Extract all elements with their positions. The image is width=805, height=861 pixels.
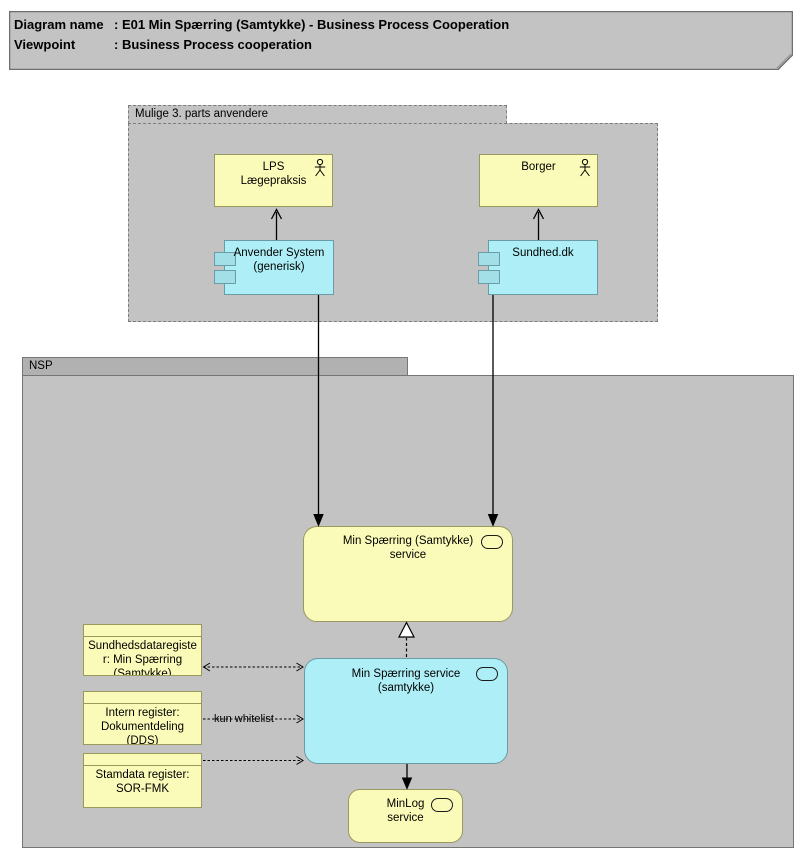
min-spaerring-service-samtykke-label: Min Spærring service (samtykke) bbox=[351, 668, 461, 694]
service-pill-icon bbox=[431, 798, 453, 812]
component-tab-icon bbox=[478, 270, 500, 284]
node-lps-laegepraksis-actor[interactable]: LPS Lægepraksis bbox=[214, 154, 333, 207]
node-min-spaerring-service-samtykke[interactable]: Min Spærring service (samtykke) bbox=[304, 658, 508, 764]
group-nsp-label: NSP bbox=[29, 360, 53, 372]
title-label: Diagram name bbox=[14, 17, 104, 32]
object-band-icon bbox=[84, 754, 201, 766]
note-shape-icon bbox=[8, 10, 794, 71]
service-pill-icon bbox=[476, 667, 498, 681]
component-tab-icon bbox=[478, 252, 500, 266]
node-register-sundhedsdataregister[interactable]: Sundhedsdataregiste r: Min Spærring (Sam… bbox=[83, 624, 202, 676]
group-nsp-tab[interactable]: NSP bbox=[22, 357, 408, 376]
component-tab-icon bbox=[214, 270, 236, 284]
actor-icon bbox=[314, 159, 326, 177]
sundhedsdataregister-label: Sundhedsdataregiste r: Min Spærring (Sam… bbox=[88, 640, 197, 676]
stamdata-register-label: Stamdata register: SOR-FMK bbox=[95, 769, 190, 795]
borger-label: Borger bbox=[521, 161, 556, 173]
node-register-intern-dokumentdeling[interactable]: Intern register: Dokumentdeling (DDS) bbox=[83, 691, 202, 745]
min-spaerring-samtykke-service-label: Min Spærring (Samtykke) service bbox=[342, 535, 474, 561]
viewpoint-value: : Business Process cooperation bbox=[114, 37, 312, 52]
node-anvender-system-component[interactable]: Anvender System (generisk) bbox=[214, 240, 334, 295]
minlog-service-label: MinLog service bbox=[386, 798, 425, 824]
kun-whitelist-label: kun whitelist bbox=[212, 712, 276, 726]
node-register-stamdata-sor-fmk[interactable]: Stamdata register: SOR-FMK bbox=[83, 753, 202, 808]
actor-icon bbox=[579, 159, 591, 177]
node-borger-actor[interactable]: Borger bbox=[479, 154, 598, 207]
title-value: : E01 Min Spærring (Samtykke) - Business… bbox=[114, 17, 510, 32]
object-band-icon bbox=[84, 625, 201, 637]
group-third-party-tab[interactable]: Mulige 3. parts anvendere bbox=[128, 105, 507, 124]
component-tab-icon bbox=[214, 252, 236, 266]
intern-register-label: Intern register: Dokumentdeling (DDS) bbox=[100, 707, 185, 745]
node-min-spaerring-samtykke-service[interactable]: Min Spærring (Samtykke) service bbox=[303, 526, 513, 622]
diagram-title-note[interactable]: Diagram name : E01 Min Spærring (Samtykk… bbox=[8, 10, 794, 71]
node-sundhed-dk-component[interactable]: Sundhed.dk bbox=[478, 240, 598, 295]
sundhed-dk-label: Sundhed.dk bbox=[512, 247, 574, 259]
group-third-party-label: Mulige 3. parts anvendere bbox=[135, 108, 268, 120]
lps-label: LPS Lægepraksis bbox=[240, 161, 307, 187]
object-band-icon bbox=[84, 692, 201, 704]
service-pill-icon bbox=[481, 535, 503, 549]
title-note-text: Diagram name : E01 Min Spærring (Samtykk… bbox=[14, 15, 509, 55]
viewpoint-label: Viewpoint bbox=[14, 37, 76, 52]
anvender-system-label: Anvender System (generisk) bbox=[233, 247, 325, 273]
node-minlog-service[interactable]: MinLog service bbox=[348, 789, 463, 843]
